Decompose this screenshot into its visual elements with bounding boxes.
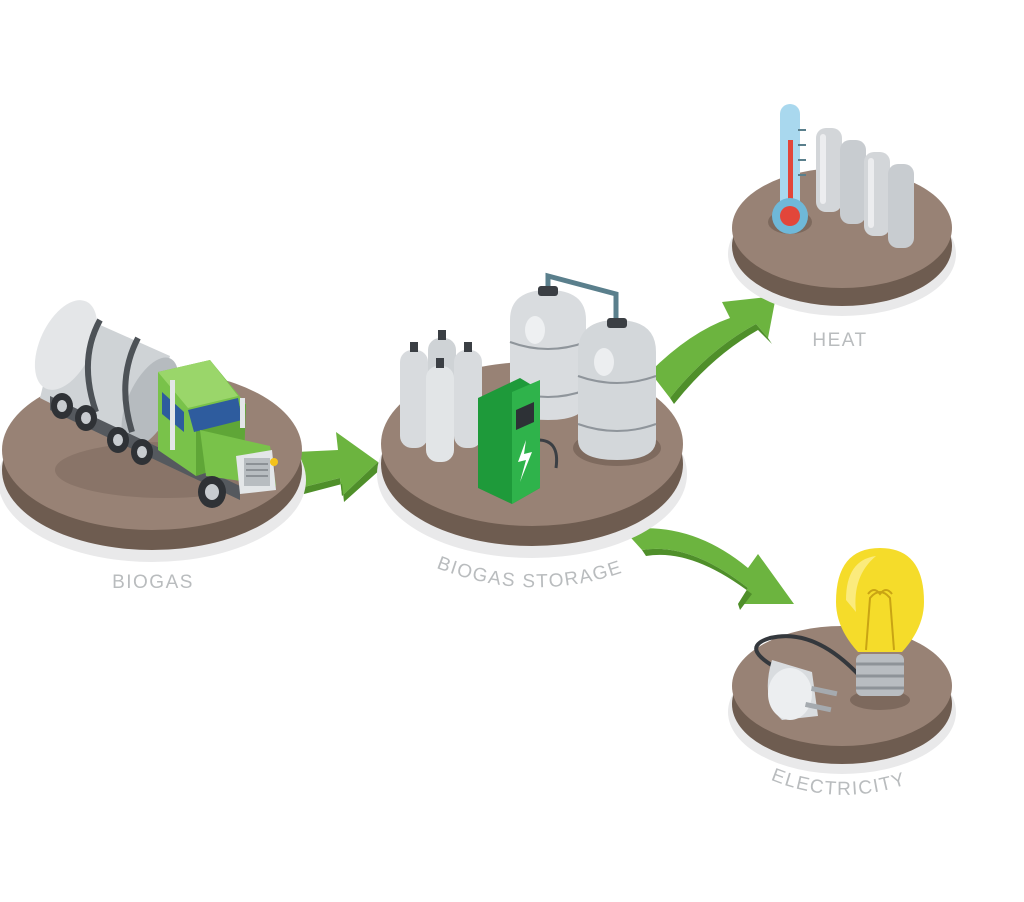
biogas-node: BIOGAS [0,300,306,593]
electricity-node: ELECTRICITY [728,548,956,800]
charging-station-icon [478,378,559,504]
light-bulb-plug-icon [754,548,924,720]
node-label-biogas-storage-text: BIOGAS STORAGE [434,553,623,593]
gas-storage-tanks-icon [400,272,661,504]
gas-cylinders-icon [400,330,482,462]
radiator-icon [816,128,914,248]
heat-node: HEAT [728,104,956,351]
arrow-storage-to-electricity [624,528,794,610]
platform [728,626,956,774]
light-bulb-icon [836,548,924,710]
plug-icon [767,660,838,720]
node-label-heat: HEAT [812,330,867,351]
node-label-biogas-storage: BIOGAS STORAGE [434,553,625,593]
arrow-storage-to-heat [650,296,776,404]
tanker-truck-icon [34,300,278,508]
node-label-biogas: BIOGAS [112,572,194,593]
thermometer-radiator-icon [768,104,914,248]
storage-node: BIOGAS STORAGE [377,272,687,593]
thermometer-icon [768,104,812,234]
arrow-biogas-to-storage [296,432,382,502]
